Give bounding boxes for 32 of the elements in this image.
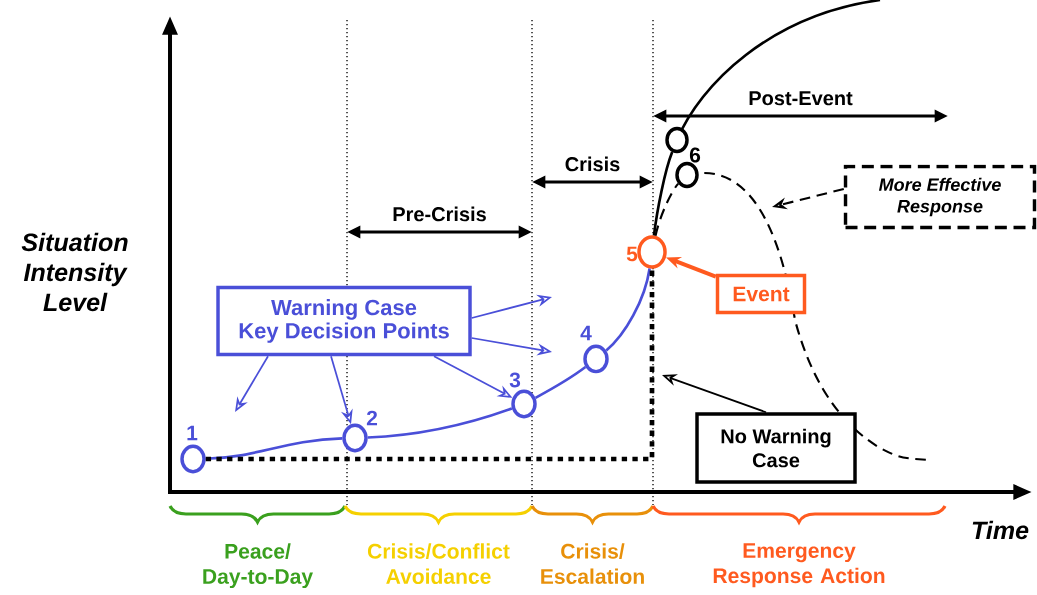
text-box: Event [715,273,807,315]
curve [654,183,680,237]
decision-point [511,389,537,419]
text-box: Warning Case Key Decision Points [216,285,472,357]
curve [605,268,651,352]
phase-label: Emergency Response Action [713,543,885,588]
axis-label: Time [972,520,1029,540]
decision-point [675,161,699,189]
curve [652,151,674,236]
point-number: 5 [626,246,638,262]
text-box: More Effective Response [843,164,1037,230]
period-label: Crisis [565,156,620,172]
decision-point [665,126,689,154]
text-box: No Warning Case [695,412,857,484]
curve [534,365,587,399]
phase-label: Crisis/ Escalation [541,543,644,584]
axis-label: Situation Intensity Level [21,232,128,312]
phase-label: Crisis/Conflict Avoidance [367,543,510,584]
point-number: 4 [580,325,592,341]
period-label: Post-Event [749,91,853,106]
decision-point [637,235,667,269]
curve [367,407,513,439]
point-number: 1 [187,425,198,441]
decision-point [342,423,368,453]
point-number: 3 [509,372,521,388]
phase-label: Peace/ Day-to-Day [203,543,313,589]
decision-point [583,344,609,374]
point-number: 2 [366,410,378,426]
no-warning-line [205,268,655,462]
point-number: 6 [689,147,701,163]
period-label: Pre-Crisis [393,206,486,222]
decision-point [180,444,206,474]
